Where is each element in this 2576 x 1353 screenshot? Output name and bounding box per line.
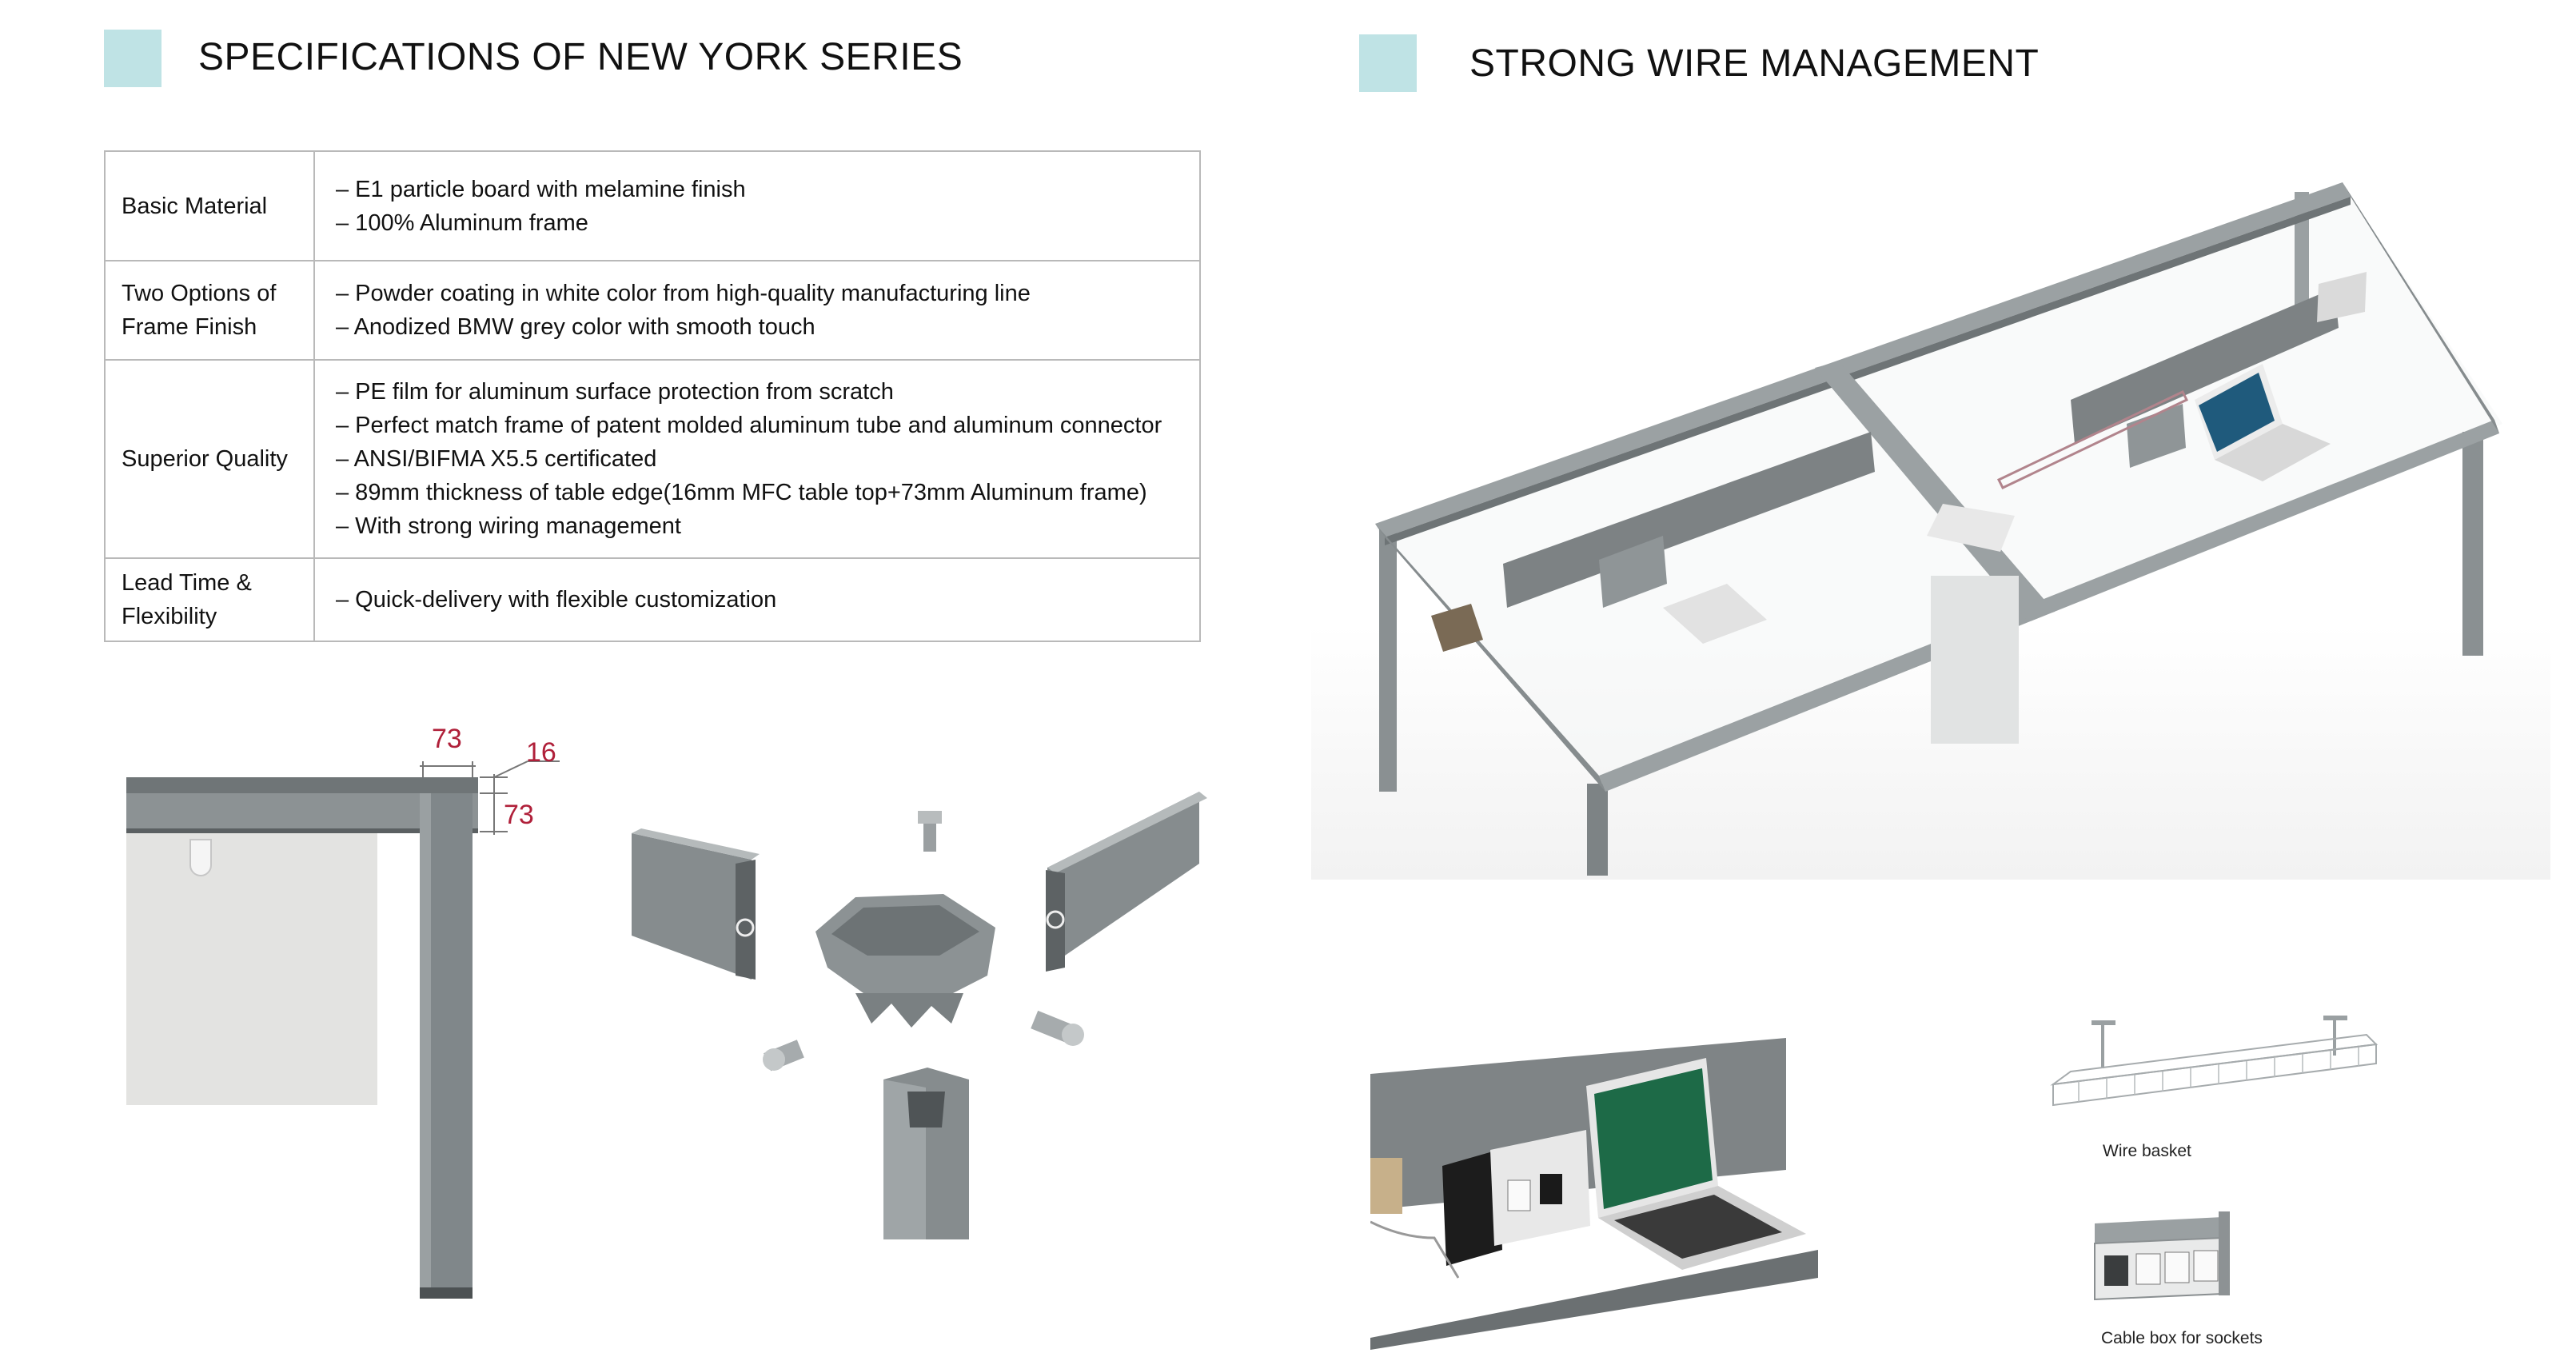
spec-value-cell: – PE film for aluminum surface protectio… bbox=[313, 359, 1201, 559]
spec-label: Superior Quality bbox=[122, 446, 288, 472]
spec-label: Two Options of bbox=[122, 281, 277, 306]
spec-label: Lead Time & bbox=[122, 570, 252, 596]
spec-item: – Quick-delivery with flexible customiza… bbox=[336, 587, 777, 613]
spec-item: – Perfect match frame of patent molded a… bbox=[336, 413, 1162, 438]
spec-item: – 100% Aluminum frame bbox=[336, 210, 588, 236]
cable-box-illustration bbox=[2094, 1211, 2230, 1301]
table-row: Basic Material – E1 particle board with … bbox=[104, 150, 1201, 261]
table-edge-profile-illustration bbox=[126, 760, 560, 1299]
spec-item: – Anodized BMW grey color with smooth to… bbox=[336, 314, 815, 340]
dimension-label-frame-height: 73 bbox=[504, 800, 534, 830]
spec-label-cell: Basic Material bbox=[104, 150, 315, 261]
wire-management-heading: STRONG WIRE MANAGEMENT bbox=[1469, 42, 2040, 85]
spec-item: – E1 particle board with melamine finish bbox=[336, 176, 746, 202]
cable-box-caption: Cable box for sockets bbox=[2101, 1329, 2263, 1347]
spec-label-cell: Lead Time & Flexibility bbox=[104, 557, 315, 642]
spec-label: Frame Finish bbox=[122, 314, 257, 340]
table-row: Lead Time & Flexibility – Quick-delivery… bbox=[104, 557, 1201, 642]
wire-basket-illustration bbox=[2050, 1016, 2379, 1107]
specifications-table: Basic Material – E1 particle board with … bbox=[104, 150, 1201, 642]
spec-value-cell: – E1 particle board with melamine finish… bbox=[313, 150, 1201, 261]
table-row: Superior Quality – PE film for aluminum … bbox=[104, 359, 1201, 559]
spec-value-cell: – Powder coating in white color from hig… bbox=[313, 260, 1201, 361]
spec-item: – PE film for aluminum surface protectio… bbox=[336, 379, 894, 405]
socket-closeup-illustration bbox=[1370, 1038, 1818, 1350]
heading-swatch-right bbox=[1359, 34, 1417, 92]
spec-item: – ANSI/BIFMA X5.5 certificated bbox=[336, 446, 657, 472]
spec-item: – With strong wiring management bbox=[336, 513, 681, 539]
spec-value-cell: – Quick-delivery with flexible customiza… bbox=[313, 557, 1201, 642]
dimension-label-top-thickness: 16 bbox=[526, 737, 556, 768]
wire-basket-caption: Wire basket bbox=[2103, 1142, 2191, 1160]
spec-item: – 89mm thickness of table edge(16mm MFC … bbox=[336, 480, 1147, 505]
heading-swatch-left bbox=[104, 30, 161, 87]
specifications-heading: SPECIFICATIONS OF NEW YORK SERIES bbox=[198, 36, 963, 78]
aluminum-connector-exploded-illustration bbox=[632, 792, 1207, 1239]
desk-render-illustration bbox=[1311, 182, 2550, 880]
table-row: Two Options of Frame Finish – Powder coa… bbox=[104, 260, 1201, 361]
dimension-label-top-width: 73 bbox=[432, 724, 462, 754]
spec-label: Flexibility bbox=[122, 604, 217, 629]
spec-label-cell: Superior Quality bbox=[104, 359, 315, 559]
spec-label: Basic Material bbox=[122, 193, 268, 219]
spec-item: – Powder coating in white color from hig… bbox=[336, 281, 1031, 306]
spec-label-cell: Two Options of Frame Finish bbox=[104, 260, 315, 361]
